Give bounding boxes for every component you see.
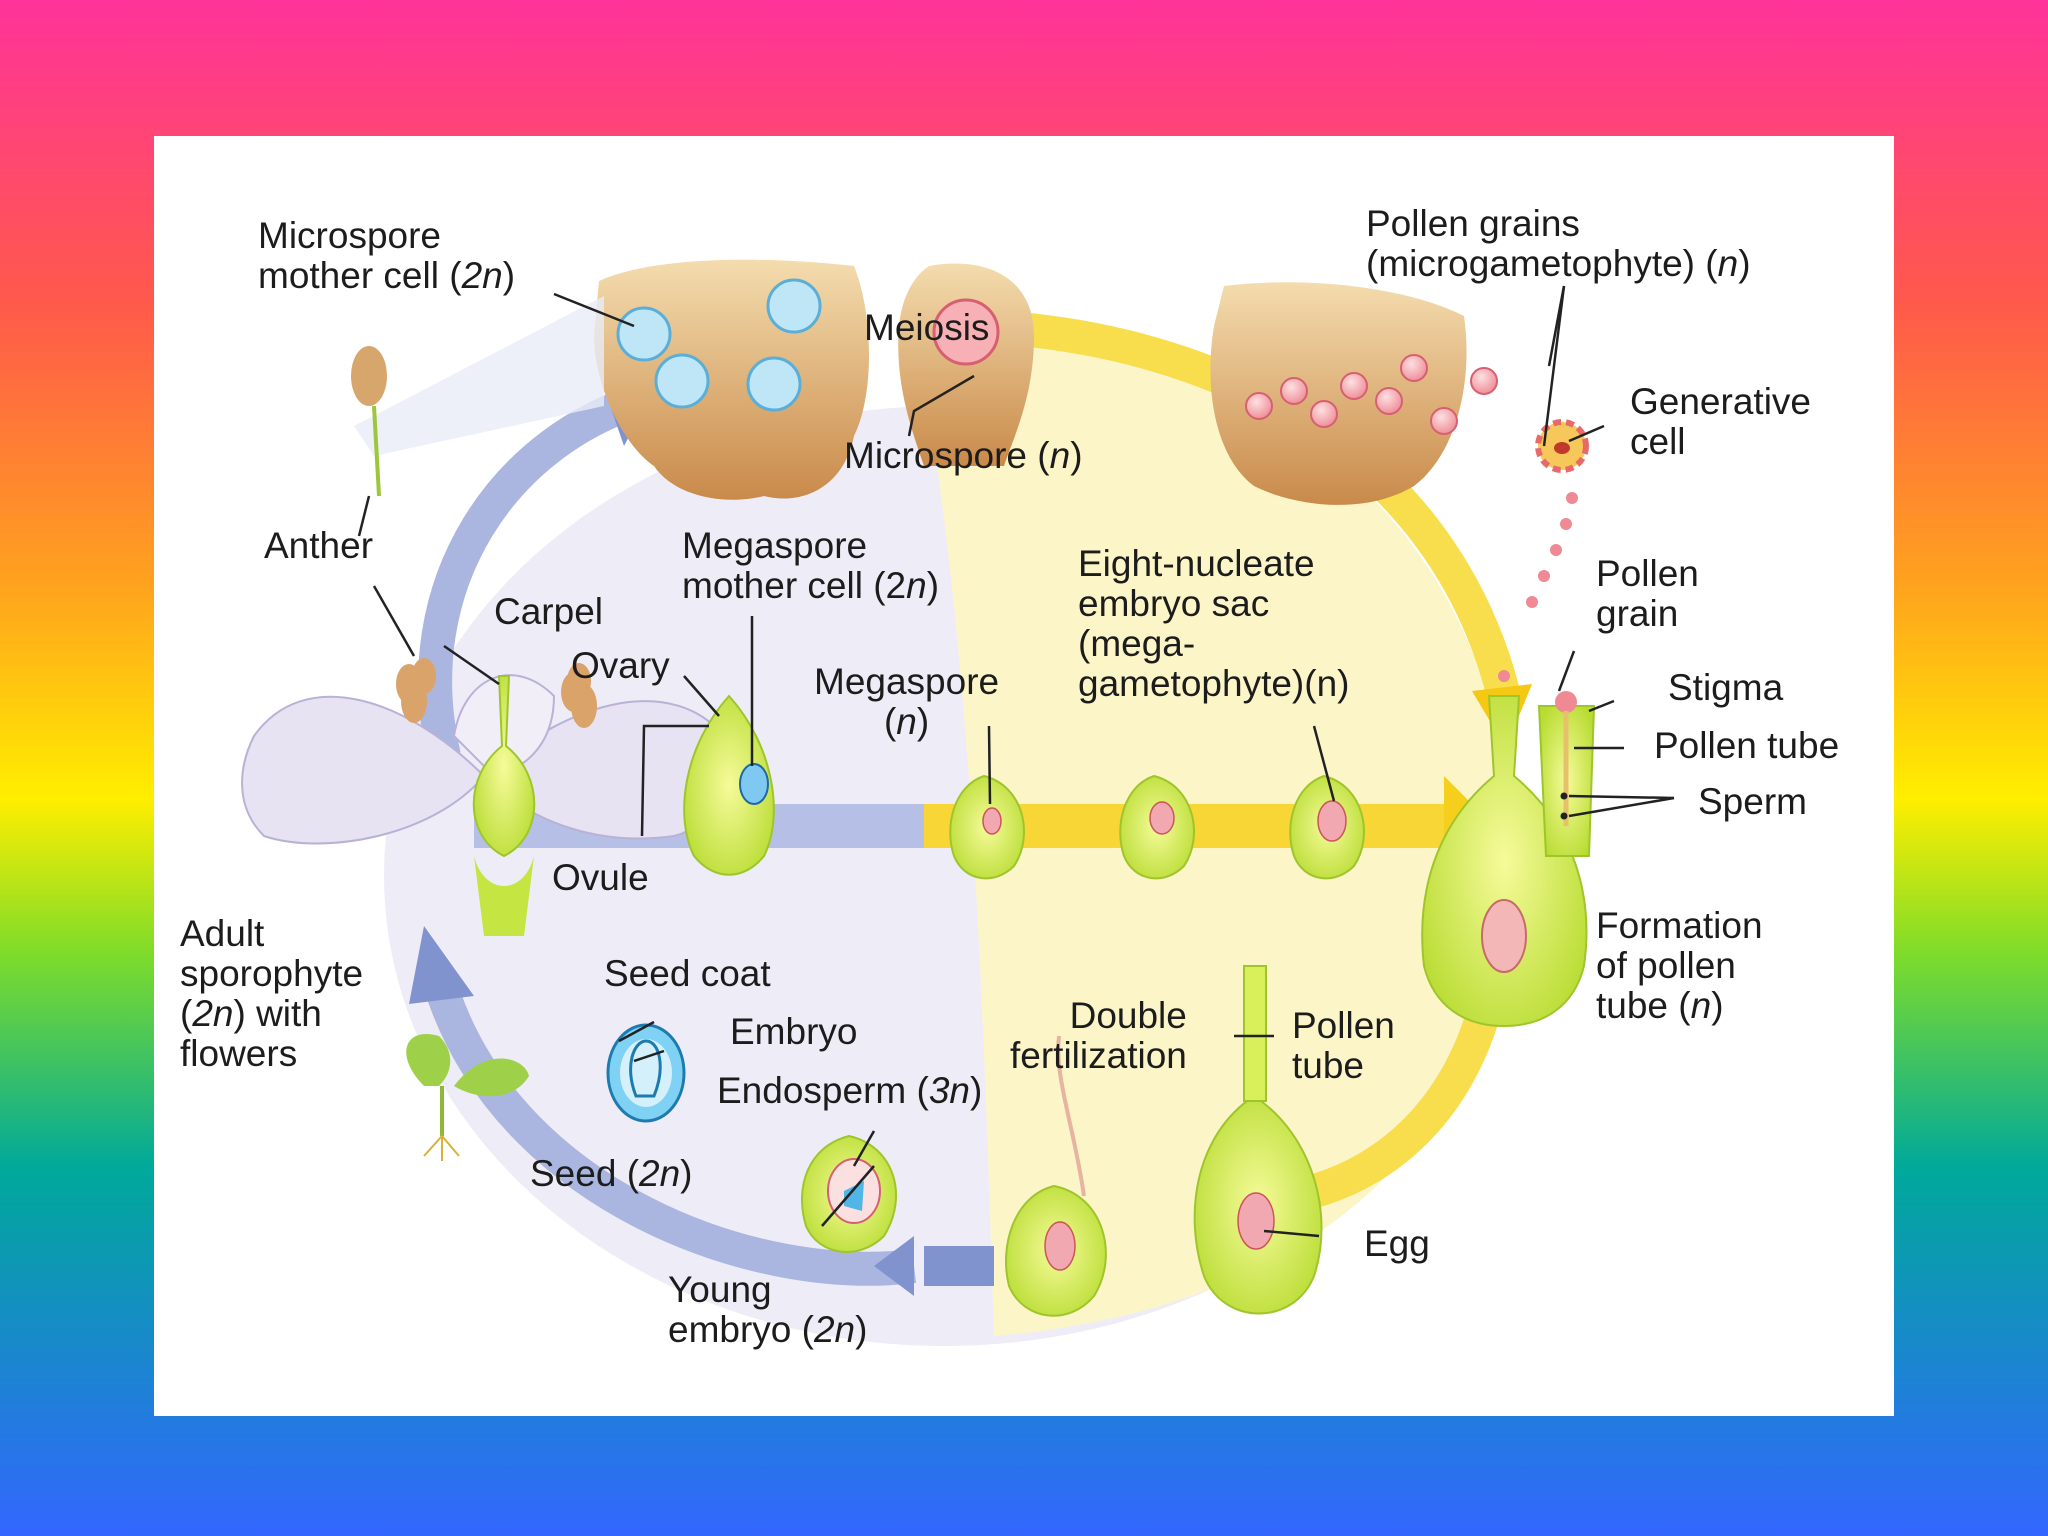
- label-seed: Seed (2n): [530, 1153, 693, 1194]
- megaspore-ovule: [949, 774, 1025, 880]
- fertilized-ovule-right: [1193, 965, 1323, 1315]
- label-adult-sporophyte: Adult sporophyte (2n) with flowers: [180, 913, 364, 1074]
- anther-zoom-cone: [351, 296, 604, 497]
- label-pollen-tube-mid: Pollen tube: [1292, 1005, 1395, 1086]
- flower: [241, 658, 728, 936]
- label-sperm: Sperm: [1698, 781, 1807, 822]
- two-nucleate-ovule: [1119, 774, 1195, 880]
- label-embryo: Embryo: [730, 1011, 858, 1052]
- label-ovary: Ovary: [571, 645, 670, 686]
- anther-cross-section: [594, 259, 869, 500]
- label-anther: Anther: [264, 525, 374, 566]
- stigma-tube-left: [1421, 695, 1588, 1028]
- label-ovule: Ovule: [552, 857, 649, 898]
- label-carpel: Carpel: [494, 591, 603, 632]
- eight-nucleate-ovule: [1289, 774, 1365, 880]
- generative-cell-grain: [1535, 419, 1589, 473]
- microspore-section: [898, 263, 1034, 466]
- label-generative-cell: Generative cell: [1630, 381, 1811, 462]
- seed-with-embryo: [606, 1023, 686, 1123]
- label-microspore: Microspore (n): [844, 435, 1083, 476]
- label-megaspore: Megaspore (n): [814, 661, 1000, 742]
- diagram-panel: Microspore mother cell (2n) Meiosis Micr…: [154, 136, 1894, 1416]
- label-young-embryo: Young embryo (2n): [668, 1269, 868, 1350]
- fertilized-ovule-left: [1005, 1035, 1107, 1317]
- label-microspore-mother-cell: Microspore mother cell (2n): [258, 215, 516, 296]
- label-egg: Egg: [1364, 1223, 1430, 1264]
- label-pollen-tube: Pollen tube: [1654, 725, 1840, 766]
- label-embryo-sac: Eight-nucleate embryo sac (mega- gametop…: [1078, 543, 1350, 704]
- seedling: [406, 1034, 529, 1161]
- label-double-fertilization: Double fertilization: [1010, 995, 1187, 1076]
- label-pollen-grains: Pollen grains (microgametophyte) (n): [1366, 203, 1751, 284]
- label-pollen-grain: Pollen grain: [1596, 553, 1699, 634]
- label-seed-coat: Seed coat: [604, 953, 771, 994]
- label-meiosis: Meiosis: [864, 307, 990, 348]
- life-cycle-illustration: [241, 259, 1675, 1346]
- stigma-tube-right: [1537, 691, 1596, 857]
- label-formation-of-pollen-tube: Formation of pollen tube (n): [1596, 905, 1763, 1026]
- pollen-anther-section: [1210, 282, 1498, 505]
- label-megaspore-mother-cell: Megaspore mother cell (2n): [682, 525, 940, 606]
- leader-lines: [357, 285, 1675, 1238]
- label-stigma: Stigma: [1668, 667, 1784, 708]
- label-endosperm: Endosperm (3n): [717, 1070, 983, 1111]
